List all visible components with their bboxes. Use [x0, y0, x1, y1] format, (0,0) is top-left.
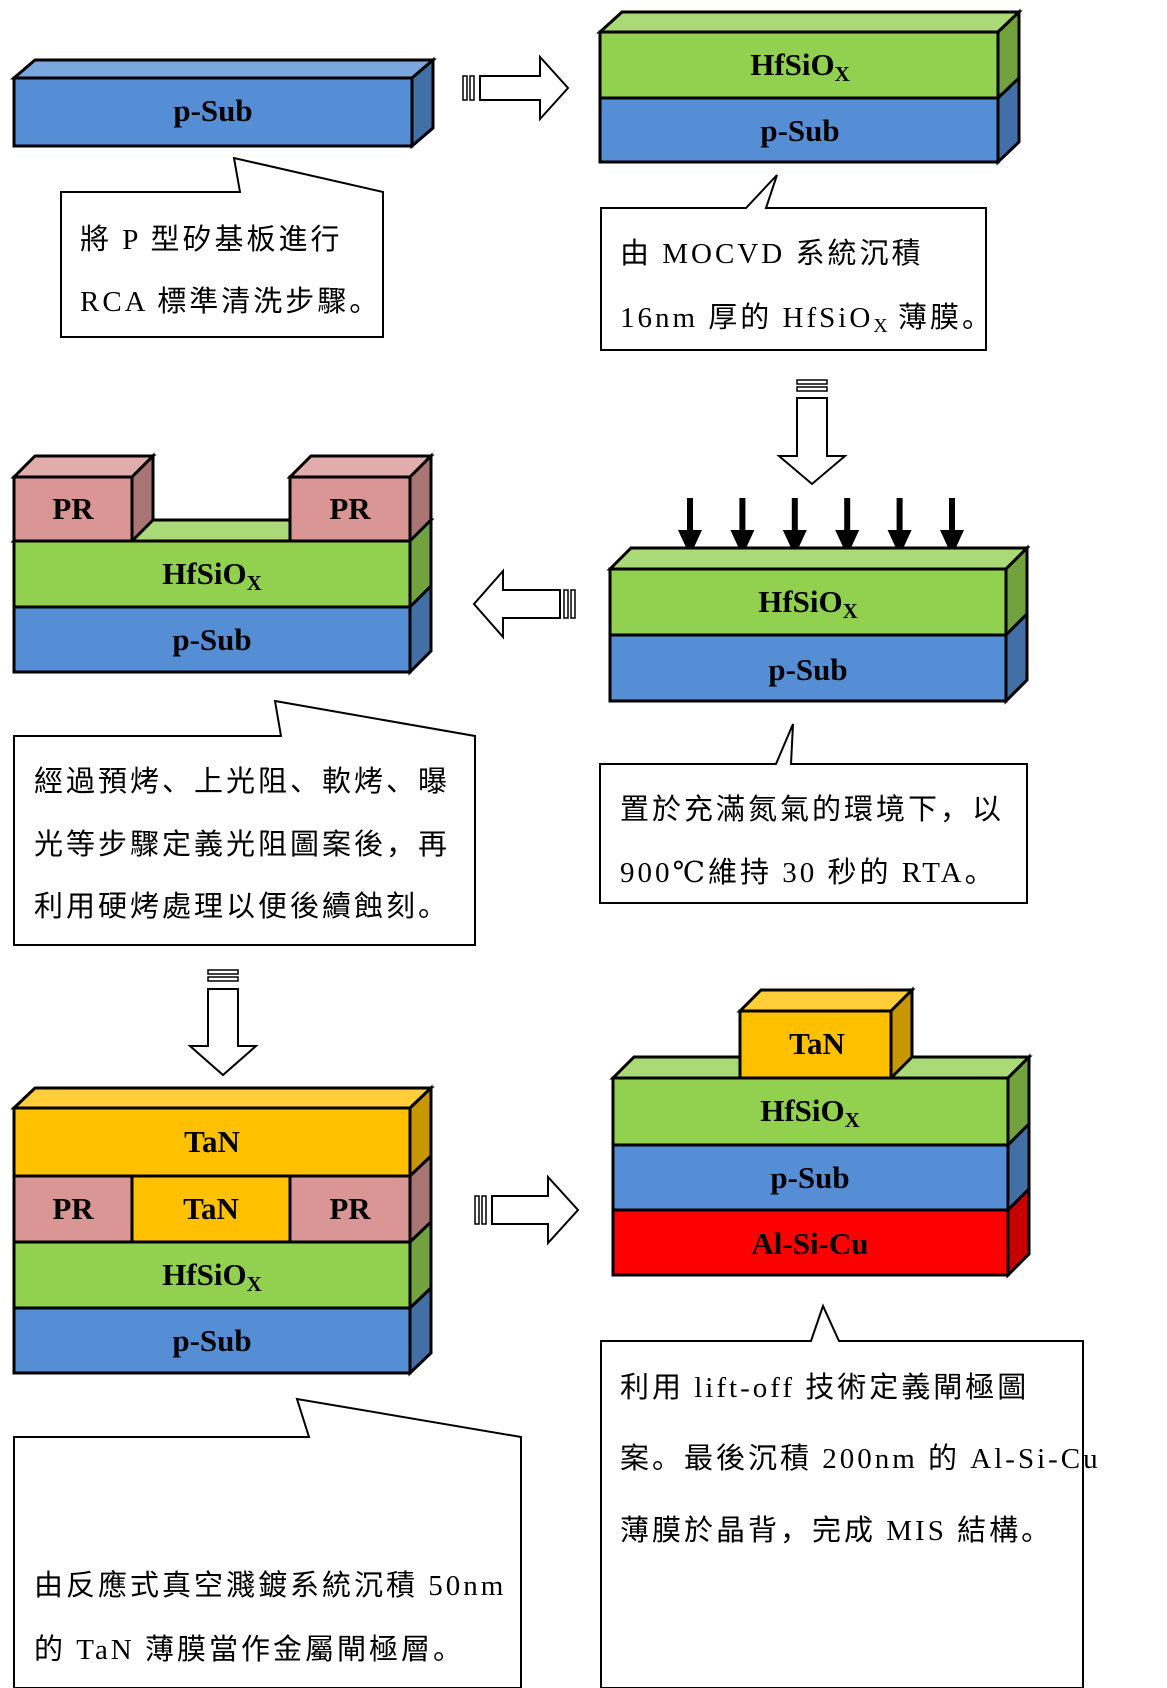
pr-left-top-face [10, 454, 157, 479]
step6-callout: 利用 lift-off 技術定義閘極圖 案。最後沉積 200nm 的 Al-Si… [600, 1303, 1101, 1688]
step6-structure: TaN HfSiOX p-Sub Al-Si-Cu [609, 986, 1033, 1279]
step5-structure: TaN PR TaN PR HfSiOX p-Sub [10, 1084, 435, 1377]
arrow-step5-to-step6 [474, 1174, 580, 1246]
tan-label: TaN [789, 1026, 845, 1061]
step6-caption-line3: 薄膜於晶背，完成 MIS 結構。 [620, 1514, 1053, 1547]
pr-left-label: PR [52, 1191, 94, 1226]
step3-callout: 置於充滿氮氣的環境下，以 900℃維持 30 秒的 RTA。 [599, 723, 1028, 904]
psub-layer [12, 605, 412, 674]
psub-layer [12, 76, 414, 148]
psub-label: p-Sub [768, 652, 847, 687]
step6-caption-line1: 利用 lift-off 技術定義閘極圖 [620, 1371, 1029, 1404]
pr-left-block [12, 475, 134, 543]
alsicu-layer [611, 1208, 1010, 1277]
heat-arrow [887, 498, 912, 556]
arrow-step4-to-step5 [187, 969, 259, 1077]
step2-caption-line2: 16nm 厚的 HfSiOX 薄膜。 [620, 301, 994, 337]
tan-top-face [736, 988, 916, 1013]
pr-right-label: PR [329, 1191, 371, 1226]
psub-label: p-Sub [173, 93, 252, 128]
hfsio-label: HfSiOX [760, 1093, 860, 1132]
heat-arrow [835, 498, 860, 556]
psub-top-face [9, 58, 438, 80]
hfsio-layer [611, 1076, 1010, 1147]
psub-label: p-Sub [172, 1323, 251, 1358]
tan-top-label: TaN [184, 1124, 240, 1159]
pr-right-top-face [286, 454, 435, 479]
step2-caption-line1: 由 MOCVD 系統沉積 [620, 237, 923, 270]
step2-callout: 由 MOCVD 系統沉積 16nm 厚的 HfSiOX 薄膜。 [600, 174, 994, 351]
tan-mid-label: TaN [183, 1191, 239, 1226]
step3-structure: HfSiOX p-Sub [606, 498, 1031, 705]
step5-callout: 由反應式真空濺鍍系統沉積 50nm 的 TaN 薄膜當作金屬閘極層。 [13, 1397, 522, 1688]
psub-label: p-Sub [760, 113, 839, 148]
step4-caption-line1: 經過預烤、上光阻、軟烤、曝 [34, 765, 450, 798]
step6-caption-line2: 案。最後沉積 200nm 的 Al-Si-Cu [620, 1442, 1101, 1475]
hfsio-label: HfSiOX [162, 556, 262, 595]
hfsio-layer [12, 539, 412, 609]
pr-left-label: PR [52, 491, 94, 526]
psub-layer [611, 1143, 1010, 1212]
step4-caption-line3: 利用硬烤處理以便後續蝕刻。 [34, 890, 450, 923]
heat-arrow [940, 498, 964, 556]
step5-caption-line1: 由反應式真空濺鍍系統沉積 50nm [34, 1569, 506, 1602]
hfsio-top-face [596, 10, 1023, 34]
tan-top-layer [12, 1106, 412, 1178]
step1-callout: 將 P 型矽基板進行 RCA 標準清洗步驟。 [60, 156, 384, 338]
step1-caption-line2: RCA 標準清洗步驟。 [80, 285, 381, 318]
step1-structure: p-Sub [9, 56, 438, 150]
pr-right-label: PR [329, 491, 371, 526]
step4-structure: PR PR HfSiOX p-Sub [10, 452, 435, 676]
tan-top-face [10, 1086, 435, 1110]
heat-arrow [678, 498, 702, 556]
psub-label: p-Sub [770, 1160, 849, 1195]
hfsio-label: HfSiOX [758, 584, 858, 623]
hfsio-label: HfSiOX [162, 1257, 262, 1296]
step4-callout: 經過預烤、上光阻、軟烤、曝 光等步驟定義光阻圖案後，再 利用硬烤處理以便後續蝕刻… [13, 699, 476, 946]
step3-caption-line1: 置於充滿氮氣的環境下，以 [620, 793, 1004, 826]
step2-structure: HfSiOX p-Sub [596, 8, 1023, 166]
step3-caption-line2: 900℃維持 30 秒的 RTA。 [620, 856, 997, 889]
psub-layer [608, 633, 1008, 703]
heat-arrow [782, 498, 807, 556]
arrow-step2-to-step3 [776, 379, 848, 486]
hfsio-layer [12, 1240, 412, 1310]
rta-heat-arrows [678, 498, 964, 556]
pr-right-block [288, 1174, 412, 1244]
step5-caption-line2: 的 TaN 薄膜當作金屬閘極層。 [34, 1633, 465, 1666]
heat-arrow [730, 498, 755, 556]
pr-right-block [288, 475, 412, 543]
hfsio-layer [608, 567, 1008, 637]
psub-layer [598, 96, 1000, 164]
arrow-step3-to-step4 [472, 568, 576, 640]
tan-gate-block [130, 1174, 292, 1244]
pr-left-block [12, 1174, 134, 1244]
hfsio-label: HfSiOX [750, 47, 850, 86]
step1-caption-line1: 將 P 型矽基板進行 [80, 223, 343, 256]
psub-layer [12, 1306, 412, 1375]
arrow-step1-to-step2 [462, 54, 570, 122]
step4-caption-line2: 光等步驟定義光阻圖案後，再 [34, 828, 450, 861]
hfsio-top-face [606, 546, 1031, 571]
alsicu-label: Al-Si-Cu [751, 1226, 868, 1261]
psub-label: p-Sub [172, 622, 251, 657]
